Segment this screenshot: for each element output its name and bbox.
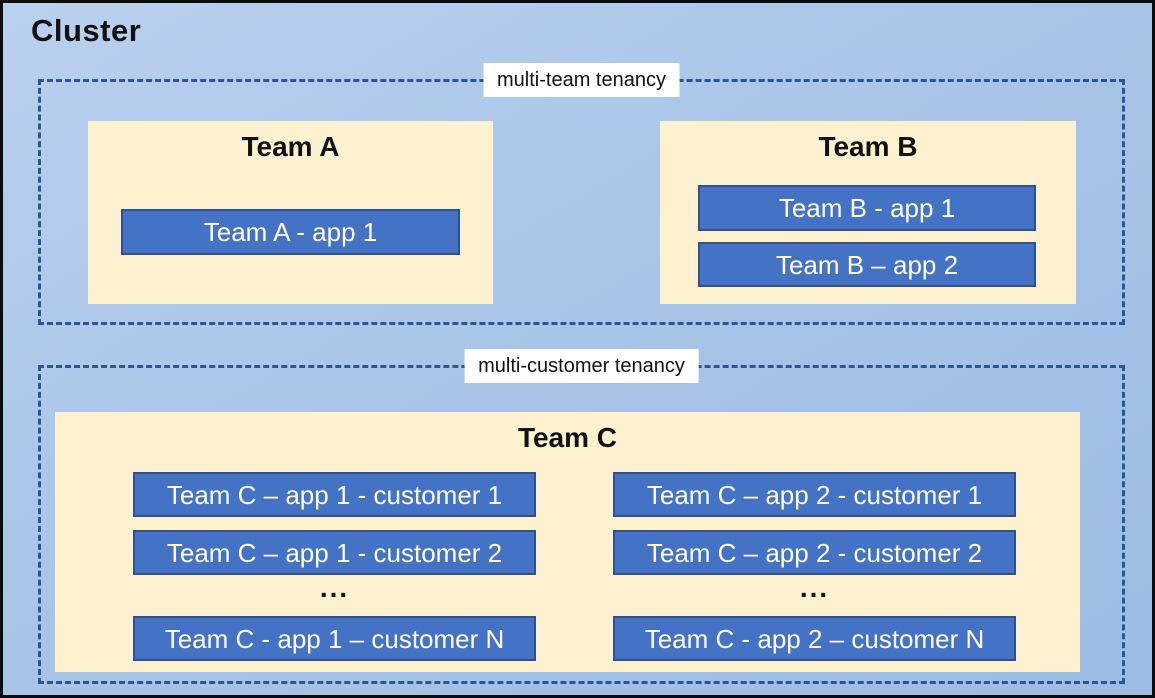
team-c-app1-customer-2-box: Team C – app 1 - customer 2 — [133, 530, 536, 575]
team-a-app-1-box: Team A - app 1 — [121, 209, 460, 255]
multi-team-tenancy-section: multi-team tenancy Team A Team A - app 1… — [38, 63, 1125, 325]
team-b-app-2-box: Team B – app 2 — [698, 242, 1036, 287]
team-c-app2-customer-2-box: Team C – app 2 - customer 2 — [613, 530, 1016, 575]
team-c-panel: Team C Team C – app 1 - customer 1 Team … — [55, 412, 1080, 672]
multi-customer-tenancy-label: multi-customer tenancy — [464, 349, 699, 383]
team-b-title: Team B — [818, 131, 918, 162]
team-a-title: Team A — [241, 131, 340, 162]
team-c-title: Team C — [517, 422, 618, 453]
cluster-title: Cluster — [31, 13, 142, 48]
multi-team-tenancy-label: multi-team tenancy — [483, 63, 680, 97]
team-c-app1-customer-n-box: Team C - app 1 – customer N — [133, 616, 536, 661]
multi-customer-tenancy-section: multi-customer tenancy Team C Team C – a… — [38, 349, 1125, 684]
team-c-app1-customer-1-box: Team C – app 1 - customer 1 — [133, 472, 536, 517]
team-b-panel: Team B Team B - app 1 Team B – app 2 — [660, 121, 1076, 304]
team-c-app2-customer-n-box: Team C - app 2 – customer N — [613, 616, 1016, 661]
team-c-app1-ellipsis: ... — [319, 572, 350, 603]
team-a-panel: Team A Team A - app 1 — [88, 121, 493, 304]
team-b-app-1-box: Team B - app 1 — [698, 185, 1036, 231]
team-c-app2-customer-1-box: Team C – app 2 - customer 1 — [613, 472, 1016, 517]
team-c-app2-ellipsis: ... — [799, 572, 830, 603]
